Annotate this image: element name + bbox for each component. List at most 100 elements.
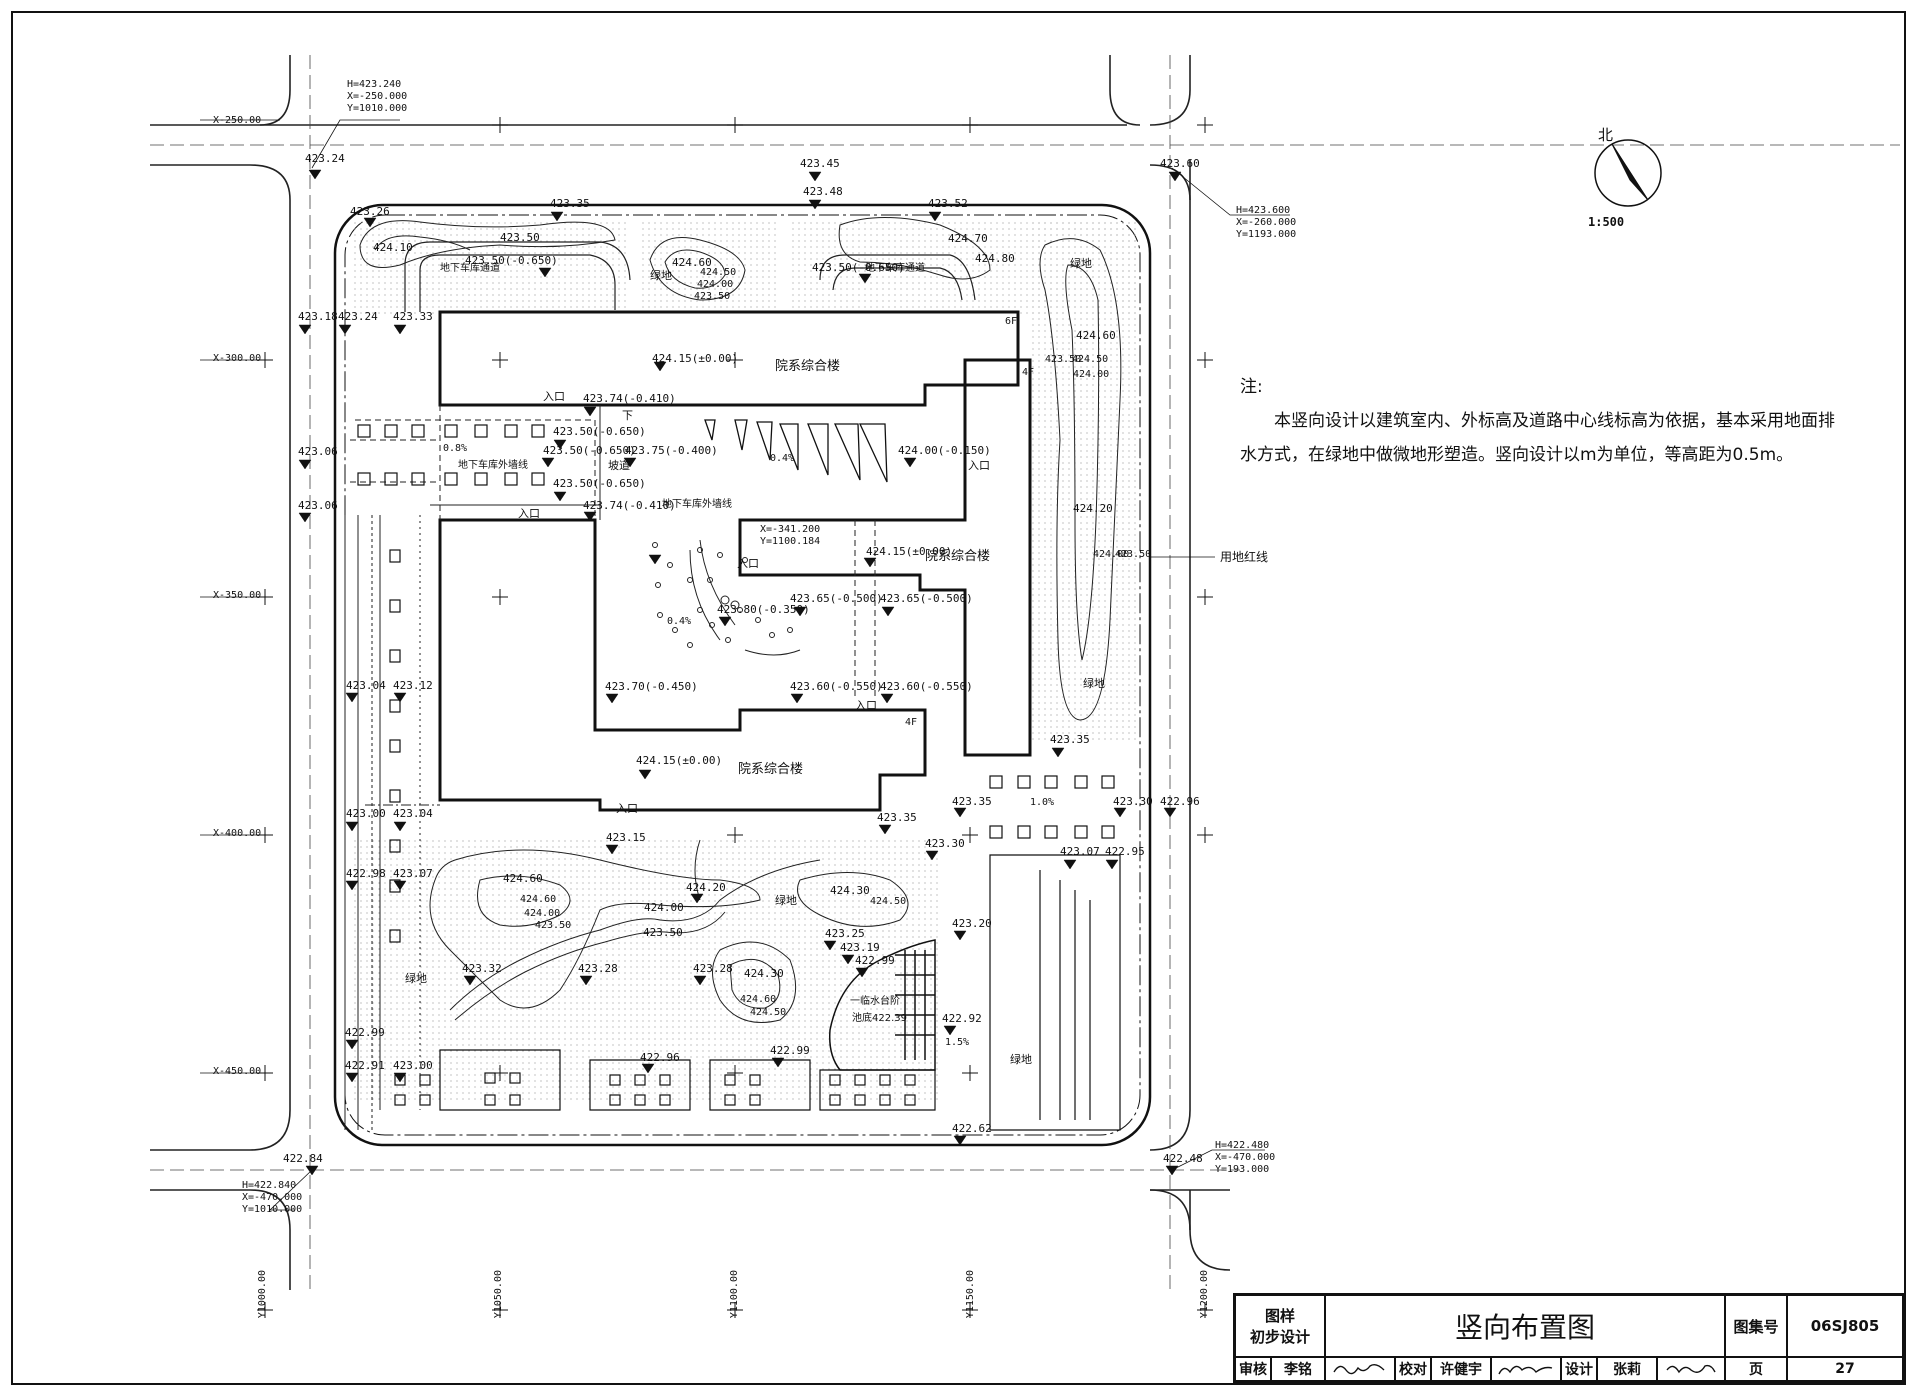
elevation-label: 423.00 — [346, 807, 386, 820]
elevation-label: 422.84 — [283, 1152, 323, 1165]
greenland-label: 绿地 — [405, 972, 427, 985]
sheet-border — [11, 11, 1906, 1385]
elevation-label: 423.28 — [693, 962, 733, 975]
elevation-label: 424.60 — [503, 872, 543, 885]
elevation-label: 424.30 — [744, 967, 784, 980]
elevation-label: 423.06 — [298, 445, 338, 458]
parking-stalls — [357, 424, 1115, 1106]
grid-crosshair — [492, 352, 508, 368]
elevation-marker — [298, 324, 312, 335]
elevation-label: 423.74(-0.410) — [583, 392, 676, 405]
reviewer-name: 李铭 — [1271, 1357, 1325, 1381]
elevation-label: 424.30 — [830, 884, 870, 897]
elevation-label: 423.50(-0.650) — [553, 477, 646, 490]
elevation-marker — [718, 616, 732, 627]
boundary-label: 用地红线 — [1220, 550, 1269, 564]
cp-bottom-left-y: Y=1010.000 — [242, 1204, 303, 1215]
elevation-marker — [345, 1072, 359, 1083]
design-label: 设计 — [1561, 1357, 1597, 1381]
elevation-marker — [308, 169, 322, 180]
elevation-marker — [943, 1025, 957, 1036]
elevation-marker — [393, 821, 407, 832]
elevation-label: 424.00 — [644, 901, 684, 914]
elevation-label: 424.15(±0.00) — [636, 754, 723, 767]
elevation-marker — [1105, 859, 1119, 870]
reviewer-signature — [1325, 1357, 1395, 1381]
elevation-label: 424.60 — [672, 256, 712, 269]
entrance-label: 入口 — [968, 459, 990, 472]
elevation-label: 424.00(-0.150) — [898, 444, 991, 457]
elevation-label: 423.60 — [1160, 157, 1200, 170]
entrance-label: 入口 — [855, 699, 877, 712]
slope-label: 1.5% — [945, 1037, 970, 1048]
elevation-label: 423.60(-0.550) — [790, 680, 883, 693]
cp-top-left-y: Y=1010.000 — [347, 103, 408, 114]
elevation-label: 423.30 — [925, 837, 965, 850]
drawing-title: 竖向布置图 — [1325, 1295, 1725, 1357]
elevation-label: 422.98 — [346, 867, 386, 880]
elevation-marker — [638, 769, 652, 780]
west-arcade — [344, 515, 440, 1130]
elevation-marker — [583, 406, 597, 417]
elevation-label: 423.06 — [298, 499, 338, 512]
elevation-marker — [541, 457, 555, 468]
contour-label: 423.50 — [1045, 354, 1082, 365]
elevation-marker — [790, 693, 804, 704]
greenland-label: 绿地 — [1070, 257, 1092, 270]
elevation-label: 423.50(-0.650) — [553, 425, 646, 438]
elevation-label: 423.07 — [393, 867, 433, 880]
grid-y-label: Y1200.00 — [1199, 1270, 1210, 1319]
contour-label: 424.00 — [1073, 369, 1110, 380]
elevation-label: 423.80(-0.350) — [717, 603, 810, 616]
elevation-label: 422.99 — [770, 1044, 810, 1057]
elevation-marker — [345, 821, 359, 832]
elevation-label: 423.50(-0.650) — [543, 444, 636, 457]
elevation-label: 423.04 — [393, 807, 433, 820]
signature-scribble — [1333, 1363, 1385, 1375]
grid-crosshair — [727, 1065, 743, 1081]
contour-label: 424.50 — [1072, 354, 1109, 365]
elevation-marker — [771, 1057, 785, 1068]
contour-label: 424.00 — [524, 908, 561, 919]
elevation-marker — [393, 1072, 407, 1083]
elevation-marker — [653, 361, 667, 372]
elevation-label: 423.24 — [338, 310, 378, 323]
elevation-label: 424.70 — [948, 232, 988, 245]
elevation-label: 423.26 — [350, 205, 390, 218]
contour-label: 423.50 — [535, 920, 572, 931]
elevation-label: 424.60 — [1076, 329, 1116, 342]
elevation-label: 423.15 — [606, 831, 646, 844]
elevation-marker — [553, 439, 567, 450]
elevation-markers — [298, 169, 1182, 1176]
elevation-marker — [841, 954, 855, 965]
cp-bottom-left-h: H=422.840 — [242, 1180, 297, 1191]
contour-label: 424.00 — [697, 279, 734, 290]
building-name-south: 院系综合楼 — [738, 762, 804, 777]
cp-bottom-right-y: Y=193.000 — [1215, 1164, 1270, 1175]
elevation-marker — [338, 324, 352, 335]
grid-x-label: X-250.00 — [213, 115, 262, 126]
garage-wall-label: 地下车库外墙线 — [458, 460, 528, 471]
grid-y-label: Y1150.00 — [965, 1270, 976, 1319]
elevation-marker — [808, 171, 822, 182]
cp-bottom-right-x: X=-470.000 — [1215, 1152, 1276, 1163]
elevation-marker — [605, 844, 619, 855]
elevation-marker — [605, 693, 619, 704]
grid-crosshair — [1197, 827, 1213, 843]
elevation-label: 423.65(-0.500) — [790, 592, 883, 605]
pool-label: 一临水台阶 — [850, 996, 900, 1007]
site-boundary — [333, 203, 1152, 1147]
grid-crosshair — [492, 589, 508, 605]
grid-crosshair — [727, 352, 743, 368]
contours — [359, 217, 1122, 1023]
elevation-label: 423.19 — [840, 941, 880, 954]
elevation-marker — [903, 457, 917, 468]
down-label: 下 — [622, 409, 633, 422]
designer-signature — [1657, 1357, 1725, 1381]
cp-top-right-x: X=-260.000 — [1236, 217, 1297, 228]
elevation-label: 423.35 — [952, 795, 992, 808]
elevation-label: 423.48 — [803, 185, 843, 198]
pool-label: 池底422.39 — [852, 1013, 907, 1024]
elevation-label: 423.50(-0.650) — [465, 254, 558, 267]
elevation-marker — [881, 606, 895, 617]
